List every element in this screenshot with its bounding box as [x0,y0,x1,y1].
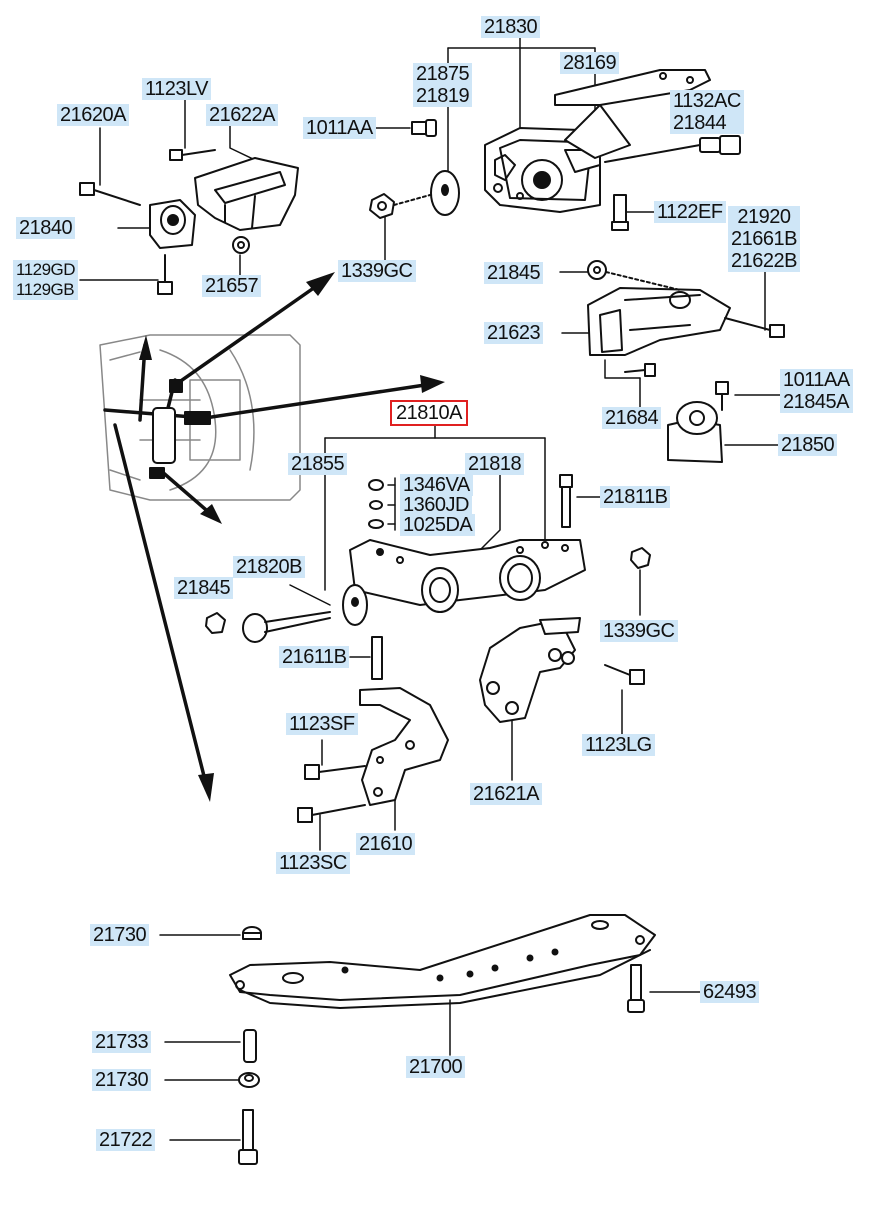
label-21621A[interactable]: 21621A [470,783,542,805]
label-21733[interactable]: 21733 [92,1031,152,1053]
label-21811B[interactable]: 21811B [600,486,671,508]
label-21623[interactable]: 21623 [484,322,544,344]
nut-21845-top [587,260,681,291]
bolt-21811B [559,474,573,528]
label-21845-top[interactable]: 21845 [484,262,544,284]
label-1123SC[interactable]: 1123SC [276,852,350,874]
bolt-1123SC [297,804,366,823]
bolt-1129GD [157,254,173,295]
label-21830[interactable]: 21830 [481,16,541,38]
label-21610[interactable]: 21610 [356,833,416,855]
mount-21850 [667,381,729,463]
label-1339GC-mid[interactable]: 1339GC [600,620,678,642]
washer-21855 [342,584,368,626]
nut-21730-bot [238,1072,260,1088]
label-1346VA[interactable]: 1346VA [400,474,473,496]
label-28169[interactable]: 28169 [560,52,620,74]
label-21820B[interactable]: 21820B [233,556,305,578]
bracket-21610 [359,687,449,806]
label-1011AA-top[interactable]: 1011AA [303,117,376,139]
mount-small-on-vehicle [149,379,211,479]
bracket-28169 [554,69,711,159]
bracket-21622A [194,157,299,231]
nut-1339GC-mid [630,547,651,569]
mount-21810A [349,539,586,613]
label-21730-top[interactable]: 21730 [90,924,150,946]
washer-21875 [430,170,460,216]
label-21722[interactable]: 21722 [96,1129,156,1151]
bolt-21920 [724,317,785,338]
label-1360JD[interactable]: 1360JD [400,494,472,516]
bolt-1011AA-top [411,119,437,137]
label-21875-21819[interactable]: 21875 21819 [413,63,473,107]
label-21730-bot[interactable]: 21730 [92,1069,152,1091]
label-21620A[interactable]: 21620A [57,104,129,126]
label-1011AA-21845A[interactable]: 1011AA 21845A [780,369,853,413]
bolt-1132AC [604,135,741,163]
label-21622A[interactable]: 21622A [206,104,278,126]
pointer-arrows [103,272,445,802]
label-21850[interactable]: 21850 [778,434,838,456]
label-1339GC-top[interactable]: 1339GC [338,260,416,282]
bracket-21621A [479,617,581,723]
spacer-21733 [243,1029,257,1063]
label-21684[interactable]: 21684 [602,407,662,429]
crossmember-21700 [229,914,656,1009]
label-21611B[interactable]: 21611B [279,646,350,668]
label-21920-21661B-21622B[interactable]: 21920 21661B 21622B [728,206,800,272]
mount-21623 [587,287,731,356]
label-62493[interactable]: 62493 [700,981,760,1003]
label-21700[interactable]: 21700 [406,1056,466,1078]
label-21840[interactable]: 21840 [16,217,76,239]
bolt-21820B [205,611,331,643]
label-21657[interactable]: 21657 [202,275,262,297]
leader-lines [79,37,781,446]
bolt-21684 [624,363,656,377]
label-1123SF[interactable]: 1123SF [286,713,358,735]
small-hardware-1346VA [368,479,384,529]
bolt-1123SF [304,764,366,780]
nut-21657 [232,236,250,254]
vehicle-outline [99,334,301,501]
nut-21730-top [242,926,262,940]
label-21845-mid[interactable]: 21845 [174,577,234,599]
label-21818[interactable]: 21818 [465,453,525,475]
label-21810A[interactable]: 21810A [390,400,468,426]
bolt-1122EF [611,194,629,231]
leader-21810A [289,424,641,851]
leader-21700 [159,934,701,1141]
bolt-62493 [627,964,645,1013]
bolt-21722 [238,1109,258,1165]
mount-21840 [149,199,196,249]
label-21855[interactable]: 21855 [288,453,348,475]
label-1025DA[interactable]: 1025DA [400,514,476,536]
nut-1339GC-top [369,193,431,219]
bolt-21620A [79,182,141,206]
label-1132AC-21844[interactable]: 1132AC 21844 [670,90,744,134]
label-1122EF[interactable]: 1122EF [654,201,726,223]
stud-21611B [371,636,383,680]
bolt-1123LV [169,149,216,161]
bolt-1123LG [604,664,645,685]
label-1123LV[interactable]: 1123LV [142,78,211,100]
label-1129GD-1129GB[interactable]: 1129GD 1129GB [13,260,79,300]
label-1123LG[interactable]: 1123LG [582,734,655,756]
